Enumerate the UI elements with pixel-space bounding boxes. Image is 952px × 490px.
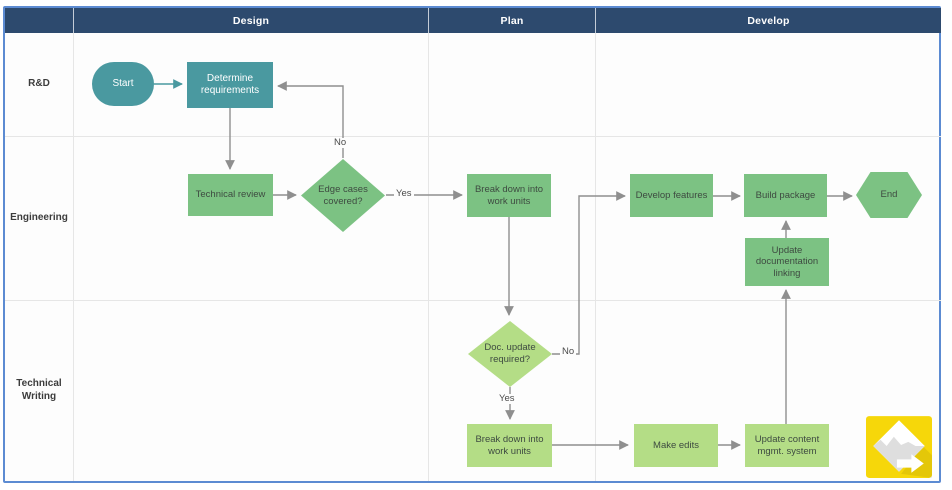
edge-label-yes-plan: Yes bbox=[497, 393, 517, 405]
node-break-down-work-units-techwriting[interactable]: Break down into work units bbox=[467, 424, 552, 467]
node-label: Break down into work units bbox=[474, 183, 544, 207]
node-label: Technical review bbox=[195, 189, 266, 201]
header-divider bbox=[73, 8, 74, 33]
node-label: Update content mgmt. system bbox=[754, 433, 820, 457]
node-label: Determine requirements bbox=[200, 72, 260, 96]
phase-label: Develop bbox=[747, 14, 790, 27]
node-end[interactable]: End bbox=[856, 172, 922, 218]
node-label: Build package bbox=[755, 189, 816, 201]
node-technical-review[interactable]: Technical review bbox=[188, 174, 273, 216]
node-build-package[interactable]: Build package bbox=[744, 174, 827, 217]
node-label: Doc. update required? bbox=[484, 342, 536, 365]
lucid-logo[interactable] bbox=[866, 416, 932, 478]
node-label: Edge cases covered? bbox=[318, 183, 368, 207]
edge-label-yes-design: Yes bbox=[394, 188, 414, 200]
lucid-logo-icon bbox=[866, 416, 932, 478]
node-make-edits[interactable]: Make edits bbox=[634, 424, 718, 467]
phase-header-plan: Plan bbox=[429, 8, 595, 33]
lane-label-column-divider bbox=[73, 33, 74, 481]
edge-label-no-plan: No bbox=[560, 346, 577, 358]
phase-label: Plan bbox=[500, 14, 524, 27]
node-break-down-work-units-engineering[interactable]: Break down into work units bbox=[467, 174, 551, 217]
lane-divider-rd-engineering bbox=[5, 136, 941, 137]
header-divider bbox=[595, 8, 596, 33]
lane-label-rd: R&D bbox=[28, 78, 50, 90]
node-label: Update documentation linking bbox=[755, 244, 819, 279]
phase-header-design: Design bbox=[74, 8, 428, 33]
lane-label-engineering: Engineering bbox=[10, 211, 68, 223]
phase-header-develop: Develop bbox=[596, 8, 941, 33]
node-label: End bbox=[880, 189, 898, 201]
phase-divider-plan-develop bbox=[595, 33, 596, 481]
node-update-documentation-linking[interactable]: Update documentation linking bbox=[745, 238, 829, 286]
node-start[interactable]: Start bbox=[92, 62, 154, 106]
header-corner-cell bbox=[5, 8, 73, 33]
lane-divider-engineering-techwriting bbox=[5, 300, 941, 301]
phase-label: Design bbox=[232, 14, 270, 27]
node-label: Start bbox=[112, 77, 134, 89]
node-update-content-mgmt-system[interactable]: Update content mgmt. system bbox=[745, 424, 829, 467]
node-label: Break down into work units bbox=[475, 433, 544, 457]
header-divider bbox=[428, 8, 429, 33]
node-label: Develop features bbox=[635, 189, 708, 201]
lane-label-technical-writing: Technical Writing bbox=[16, 378, 62, 402]
edge-label-no-design: No bbox=[332, 137, 349, 149]
node-develop-features[interactable]: Develop features bbox=[630, 174, 713, 217]
node-determine-requirements[interactable]: Determine requirements bbox=[187, 62, 273, 108]
phase-divider-design-plan bbox=[428, 33, 429, 481]
node-label: Make edits bbox=[653, 439, 699, 451]
